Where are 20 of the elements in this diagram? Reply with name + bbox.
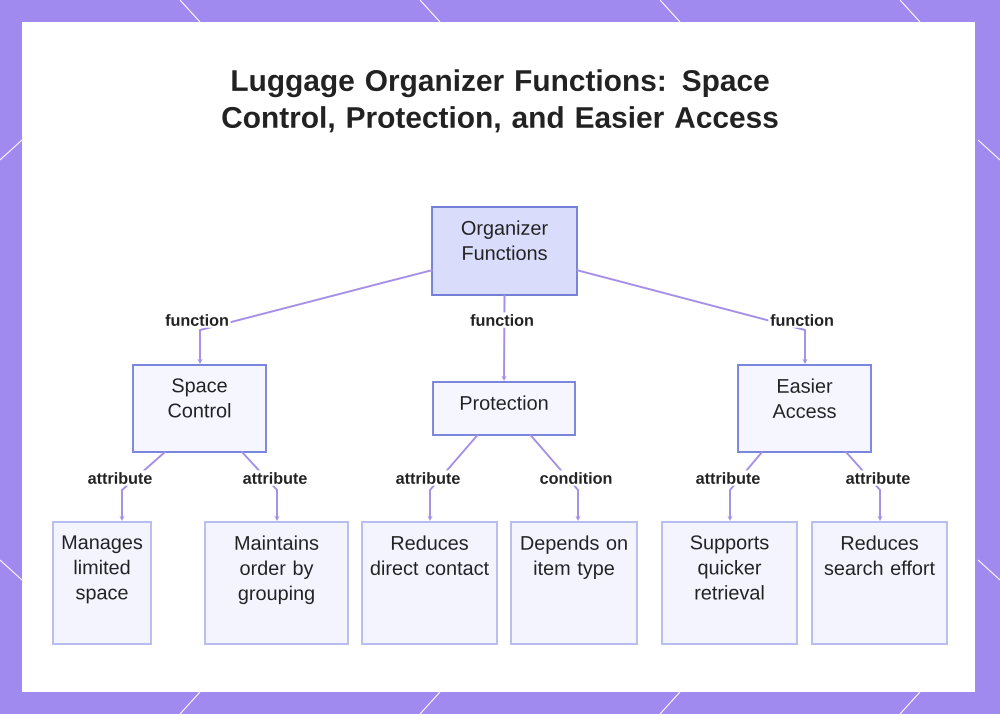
category-box: Space Control [132, 364, 267, 453]
title: Luggage Organizer Functions: Space Control, Protection, and Easier Access [222, 69, 778, 132]
leaf-box: Depends on item type [510, 521, 638, 645]
edge-label: attribute [844, 470, 912, 486]
root-box: Organizer Functions [431, 206, 578, 296]
leaf-box: Reduces direct contact [361, 521, 498, 645]
edge-label: condition [538, 470, 614, 486]
edge-label: attribute [694, 470, 762, 486]
leaf-box: Maintains order by grouping [204, 521, 349, 645]
edge-label: function [468, 312, 536, 328]
edge-label: function [768, 312, 836, 328]
leaf-box: Reduces search effort [811, 521, 948, 645]
edge-label: attribute [240, 470, 310, 486]
category-box: Easier Access [737, 364, 872, 453]
edge-label: function [163, 312, 231, 328]
edge-label: attribute [394, 470, 462, 486]
edge-label: attribute [86, 470, 154, 486]
leaf-box: Supports quicker retrieval [661, 521, 798, 645]
leaf-box: Manages limited space [52, 521, 152, 645]
category-box: Protection [432, 381, 576, 436]
